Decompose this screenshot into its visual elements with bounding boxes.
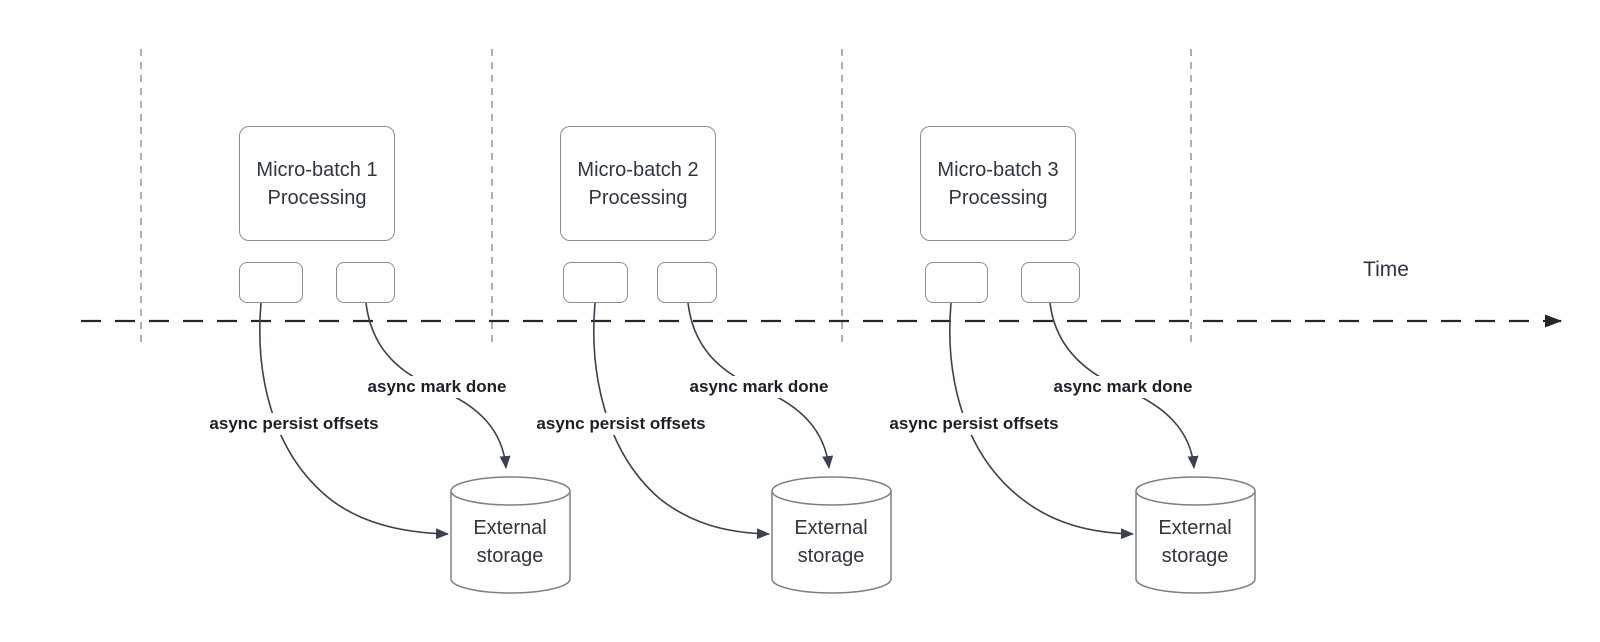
async-persist-offsets-arrow-2	[593, 302, 770, 540]
async-persist-offsets-label-1: async persist offsets	[204, 413, 384, 435]
micro-batch-1-box: Micro-batch 1 Processing	[239, 126, 395, 241]
async-persist-offsets-label-2: async persist offsets	[531, 413, 711, 435]
external-storage-cylinder-3	[1135, 476, 1256, 594]
micro-batch-1-mark-chip	[336, 262, 395, 303]
external-storage-label-3: External storage	[1158, 517, 1232, 567]
micro-batch-1-offset-chip	[239, 262, 303, 303]
external-storage-label-1: External storage	[473, 517, 547, 567]
async-mark-done-label-3: async mark done	[1048, 376, 1198, 398]
external-storage-label-2: External storage	[794, 517, 868, 567]
external-storage-cylinder-1	[450, 476, 571, 594]
external-storage-cylinder-2	[771, 476, 892, 594]
micro-batch-3-mark-chip	[1021, 262, 1080, 303]
async-mark-done-label-2: async mark done	[684, 376, 834, 398]
micro-batch-2-box: Micro-batch 2 Processing	[560, 126, 716, 241]
time-label: Time	[1363, 258, 1409, 281]
micro-batch-2-offset-chip	[563, 262, 628, 303]
async-persist-offsets-arrow-1	[259, 302, 449, 540]
async-persist-offsets-arrow-3	[949, 302, 1134, 540]
micro-batch-2-mark-chip	[657, 262, 717, 303]
micro-batch-3-box: Micro-batch 3 Processing	[920, 126, 1076, 241]
micro-batch-3-offset-chip	[925, 262, 988, 303]
async-persist-offsets-label-3: async persist offsets	[884, 413, 1064, 435]
async-mark-done-label-1: async mark done	[362, 376, 512, 398]
